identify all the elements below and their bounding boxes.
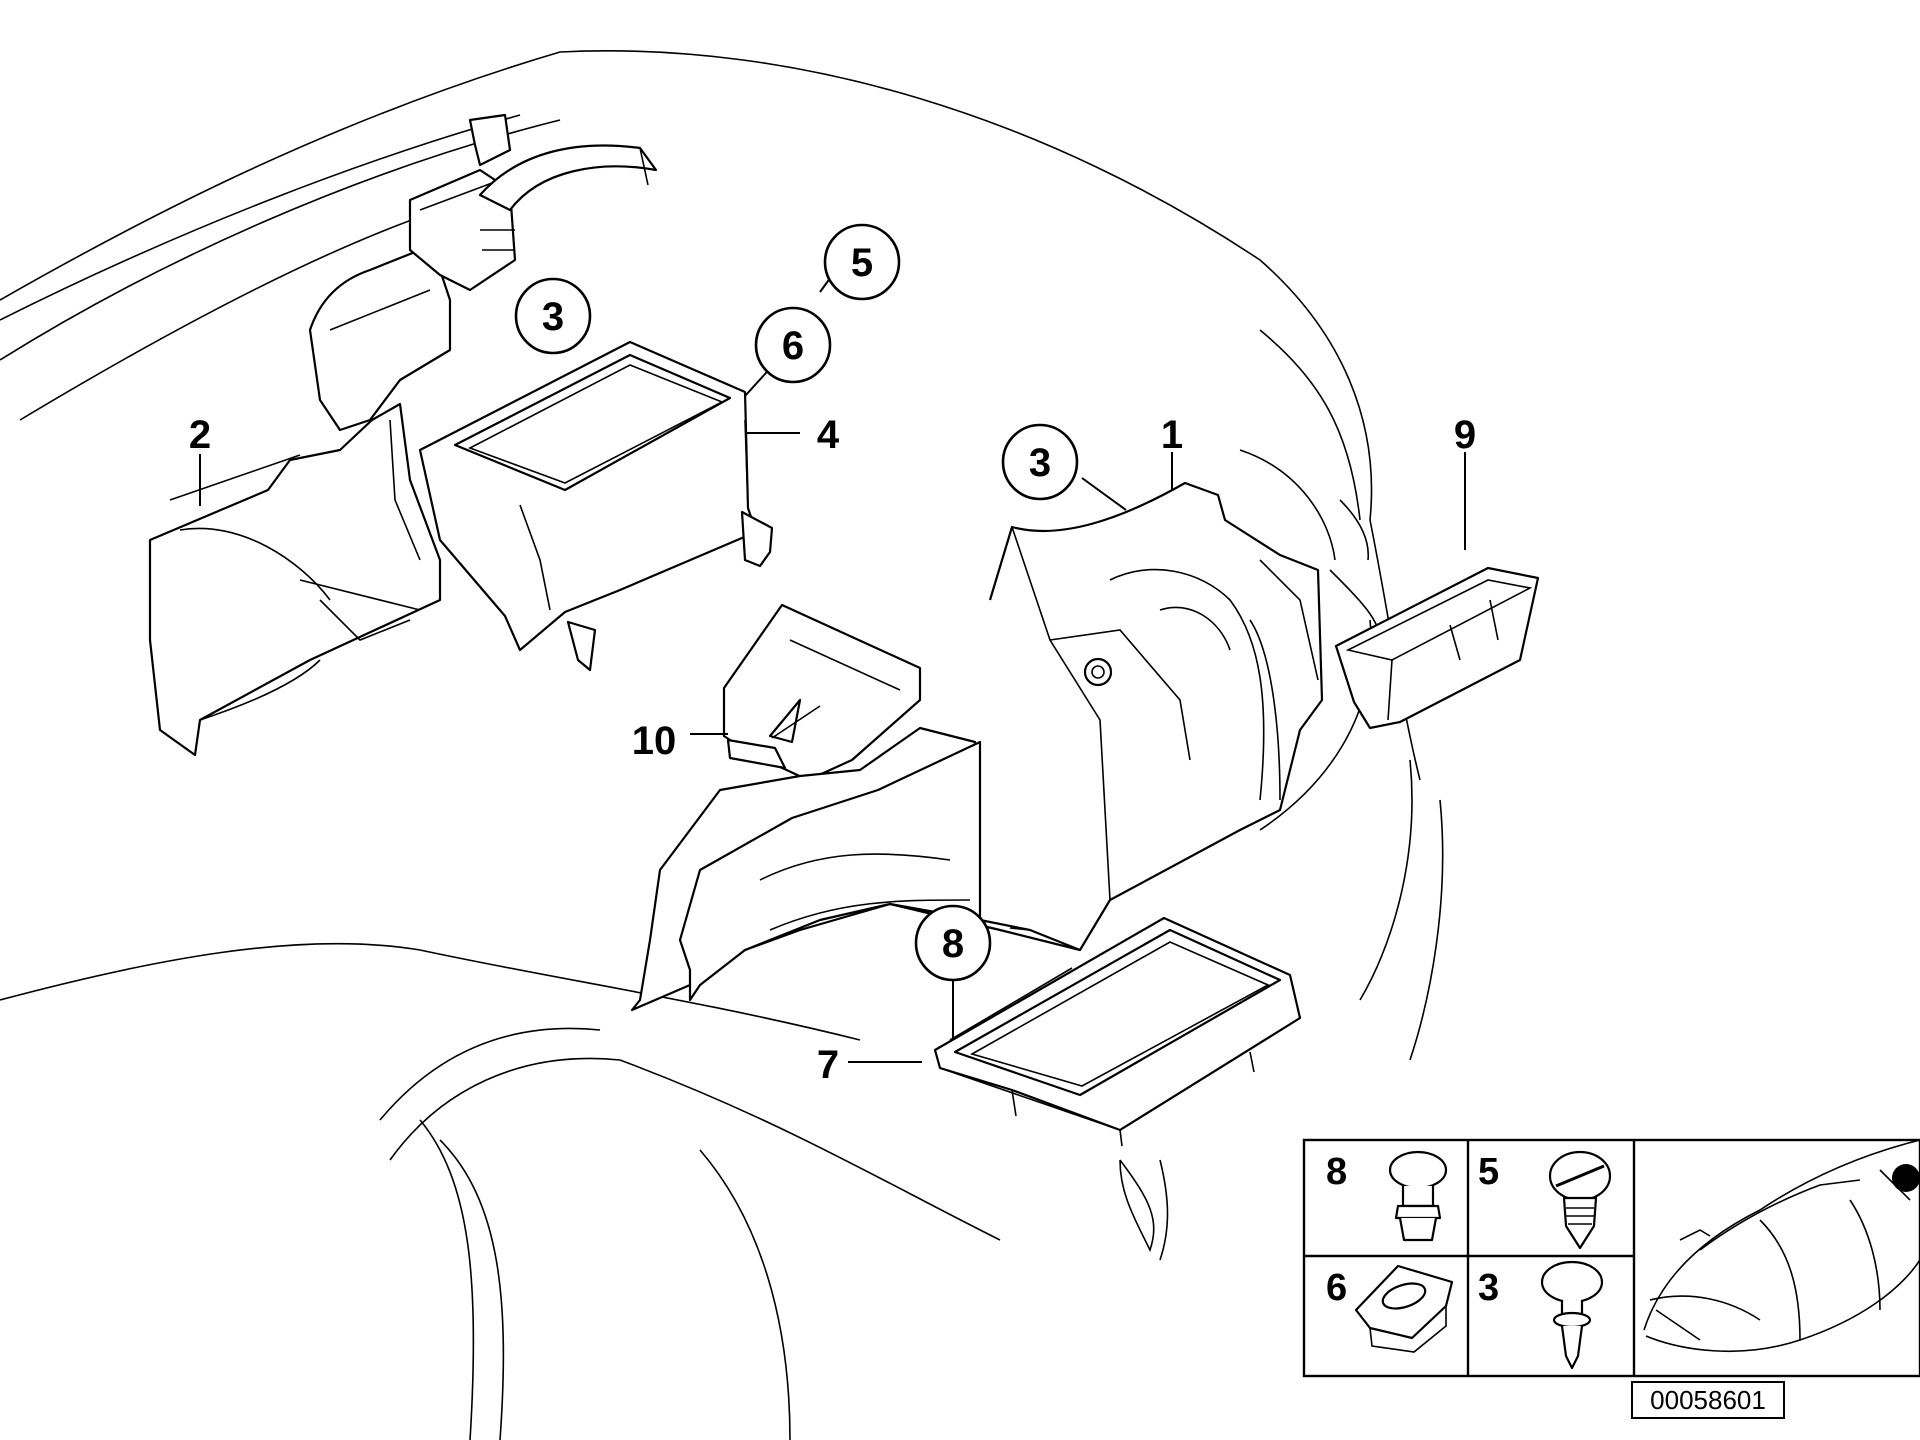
callout-3-top-number: 3 xyxy=(542,295,564,339)
car-body-outline xyxy=(0,50,1444,1440)
callout-5: 5 xyxy=(823,223,901,301)
reference-number-box: 00058601 xyxy=(1631,1381,1785,1419)
callout-3-mid-number: 3 xyxy=(1029,441,1051,485)
part-10-small-tray xyxy=(722,603,922,782)
callout-5-number: 5 xyxy=(851,241,873,285)
label-2: 2 xyxy=(189,413,211,457)
callout-3-top: 3 xyxy=(514,277,592,355)
label-1: 1 xyxy=(1161,413,1183,457)
callout-8: 8 xyxy=(914,904,992,982)
grommet-nut-icon xyxy=(1354,1264,1454,1353)
part-4-box-panel xyxy=(418,340,774,672)
fastener-legend: 8 5 6 3 xyxy=(1302,1138,1920,1378)
label-4: 4 xyxy=(817,413,840,457)
car-locator-icon xyxy=(1643,1139,1920,1353)
callout-6-number: 6 xyxy=(782,324,804,368)
label-7: 7 xyxy=(817,1043,839,1087)
part-7-tray-frame xyxy=(933,916,1302,1147)
legend-number-8: 8 xyxy=(1326,1151,1347,1193)
reference-number: 00058601 xyxy=(1650,1385,1766,1415)
clip-rivet-icon xyxy=(1388,1150,1448,1242)
label-10: 10 xyxy=(632,719,677,763)
expanding-screw-icon xyxy=(1548,1150,1612,1250)
part-1-main-trunk-trim xyxy=(630,481,1324,1012)
legend-number-3: 3 xyxy=(1478,1267,1499,1309)
label-9: 9 xyxy=(1454,413,1476,457)
callout-6: 6 xyxy=(754,306,832,384)
legend-number-6: 6 xyxy=(1326,1267,1347,1309)
callout-3-mid: 3 xyxy=(1001,423,1079,501)
callout-8-number: 8 xyxy=(942,922,964,966)
legend-number-5: 5 xyxy=(1478,1151,1499,1193)
push-pin-icon xyxy=(1540,1260,1604,1370)
part-9-pocket xyxy=(1334,566,1540,730)
part-2-left-trim-panel xyxy=(148,113,658,757)
